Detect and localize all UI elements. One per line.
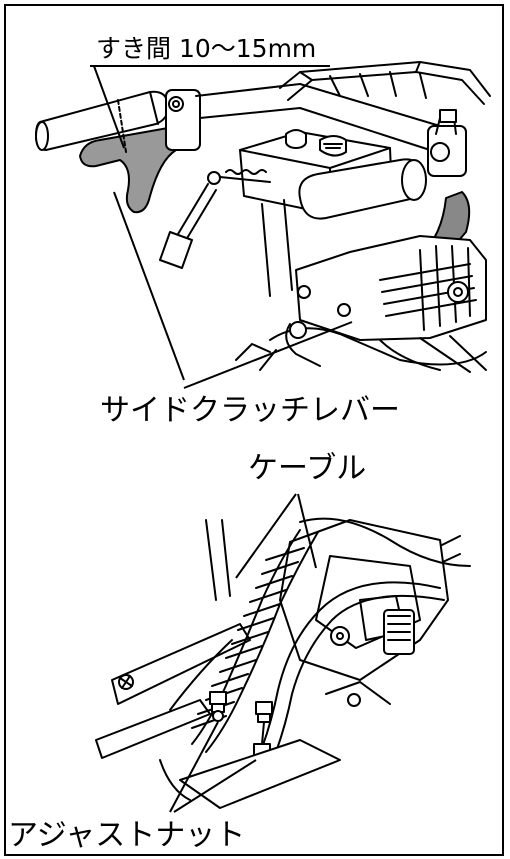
gap-label: すき間 10〜15mm (96, 34, 317, 63)
nut-leader-left (169, 721, 219, 813)
handlebar-illustration (35, 61, 491, 373)
adjust-nut-label: アジャストナット (8, 818, 246, 853)
cable-illustration (95, 517, 471, 809)
cable-leader-right (297, 493, 317, 569)
left-grip (35, 90, 170, 151)
nut-leader-right (173, 759, 257, 813)
cable-leader-left (235, 493, 297, 579)
callout-lines-top (90, 65, 353, 389)
lever-leader-right (183, 321, 353, 389)
adjust-nut-left (209, 691, 227, 722)
lever-leader-left (113, 191, 185, 381)
side-clutch-lever-label: サイドクラッチレバー (100, 393, 400, 428)
cable-label: ケーブル (248, 451, 367, 486)
gap-leader (93, 65, 125, 149)
callout-lines-bottom (169, 493, 317, 813)
